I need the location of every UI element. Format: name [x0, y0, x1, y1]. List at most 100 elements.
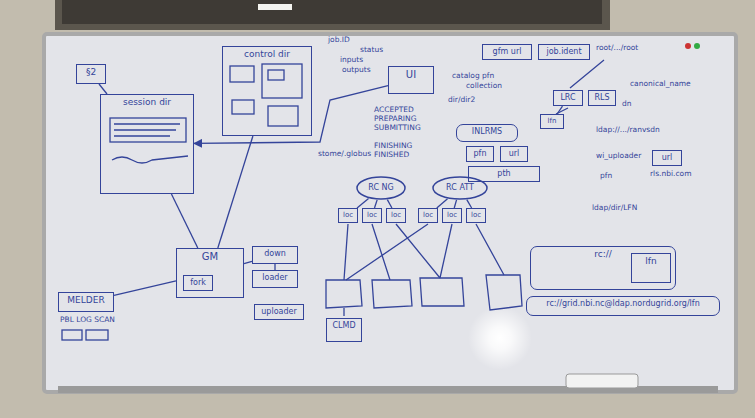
note-label: canonical_name	[630, 80, 691, 89]
label-holder: status	[360, 46, 383, 55]
node-text: uploader	[261, 307, 296, 316]
note-label: ldap/dir/LFN	[592, 204, 637, 213]
node-text: loc	[343, 211, 353, 219]
magnet	[694, 43, 700, 49]
note-label: PREPARING	[374, 115, 417, 124]
rc-circle: RC NG	[356, 176, 406, 200]
lrc-box: LRC	[553, 90, 583, 106]
node-text: control dir	[244, 49, 290, 59]
connector-line	[218, 136, 253, 248]
label-holder: ldap/dir/LFN	[592, 204, 637, 213]
url-box: url	[500, 146, 528, 162]
note-label: PBL LOG SCAN	[60, 316, 115, 325]
rls-box: RLS	[588, 90, 616, 106]
eraser	[566, 374, 638, 388]
sketch-box	[262, 64, 302, 98]
note-label: pfn	[600, 172, 612, 181]
node-text: UI	[406, 69, 416, 81]
ui-box: UI	[388, 66, 434, 94]
label-holder: stome/.globus	[318, 150, 371, 159]
light-glare	[468, 306, 532, 370]
connector-line	[114, 281, 176, 296]
connector-line	[387, 200, 392, 208]
label-holder: wi_uploader	[596, 152, 641, 161]
connector-line	[374, 200, 377, 208]
node-text: lfn	[645, 256, 656, 266]
label-holder: pfn	[600, 172, 612, 181]
note-label: status	[360, 46, 383, 55]
node-text: rc://grid.nbi.nc@ldap.nordugrid.org/lfn	[546, 299, 699, 308]
sketch-box	[110, 118, 186, 142]
sketch-box	[372, 280, 412, 308]
label-holder: rls.nbi.com	[650, 170, 691, 179]
node-text: rc://	[594, 249, 612, 259]
node-text: fork	[190, 278, 206, 287]
loc-box: loc	[442, 208, 462, 223]
sketch-squiggle	[112, 156, 188, 163]
note-label: stome/.globus	[318, 150, 371, 159]
note-label: dn	[622, 100, 632, 109]
note-label: ACCEPTED	[374, 106, 414, 115]
clmd-box: CLMD	[326, 318, 362, 342]
connector-line	[454, 200, 456, 208]
sketch-box	[230, 66, 254, 82]
connector-line	[557, 106, 562, 114]
connector-line	[244, 261, 252, 263]
control-dir-box: control dir	[222, 46, 312, 136]
node-text: loader	[262, 273, 287, 282]
label-holder: job.ID	[328, 36, 350, 45]
node-text: MELDER	[67, 295, 104, 305]
uploader-box: uploader	[254, 304, 304, 320]
node-text: lfn	[548, 117, 557, 125]
sketch-wire	[343, 308, 344, 316]
connector-line	[171, 194, 197, 248]
loc-box: loc	[386, 208, 406, 223]
section-box: §2	[76, 64, 106, 84]
pth-box: pth	[468, 166, 540, 182]
label-holder: dir/dir2	[448, 96, 475, 105]
connector-line	[437, 199, 448, 208]
node-text: LRC	[560, 93, 575, 102]
node-text: §2	[86, 67, 96, 77]
downloader-box: down	[252, 246, 298, 264]
note-label: wi_uploader	[596, 152, 641, 161]
label-holder: ldap://.../ranvsdn	[596, 126, 660, 135]
note-label: outputs	[342, 66, 371, 75]
rc-box: rc:// lfn	[530, 246, 676, 290]
loc-box: loc	[362, 208, 382, 223]
loc-box: loc	[466, 208, 486, 223]
note-label: rls.nbi.com	[650, 170, 691, 179]
label-holder: catalog pfn	[452, 72, 494, 81]
label-holder: outputs	[342, 66, 371, 75]
note-label: catalog pfn	[452, 72, 494, 81]
node-text: pth	[497, 169, 510, 178]
connector-line	[194, 86, 388, 144]
label-holder: collection	[466, 82, 502, 91]
window-frame	[55, 0, 610, 30]
loc-box: loc	[418, 208, 438, 223]
melder-box: MELDER	[58, 292, 114, 312]
whiteboard	[44, 34, 736, 392]
note-label: job.ID	[328, 36, 350, 45]
node-text: loc	[391, 211, 401, 219]
label-holder: PBL LOG SCAN	[60, 316, 115, 325]
label-holder: FINISHED	[374, 151, 409, 160]
job-ident-box: job.ident	[538, 44, 590, 60]
node-text: loc	[447, 211, 457, 219]
magnet	[685, 43, 691, 49]
node-text: down	[264, 249, 286, 258]
rc-circle: RC ATT	[432, 176, 488, 200]
connector-line	[467, 200, 472, 208]
note-label: SUBMITTING	[374, 124, 421, 133]
sketch-wires	[344, 224, 504, 280]
session-dir-box: session dir	[100, 94, 194, 194]
sketch-box	[268, 70, 284, 80]
note-label: collection	[466, 82, 502, 91]
label-holder: dn	[622, 100, 632, 109]
label-holder: ACCEPTED	[374, 106, 414, 115]
note-label: FINISHED	[374, 151, 409, 160]
node-text: RC NG	[368, 183, 393, 192]
